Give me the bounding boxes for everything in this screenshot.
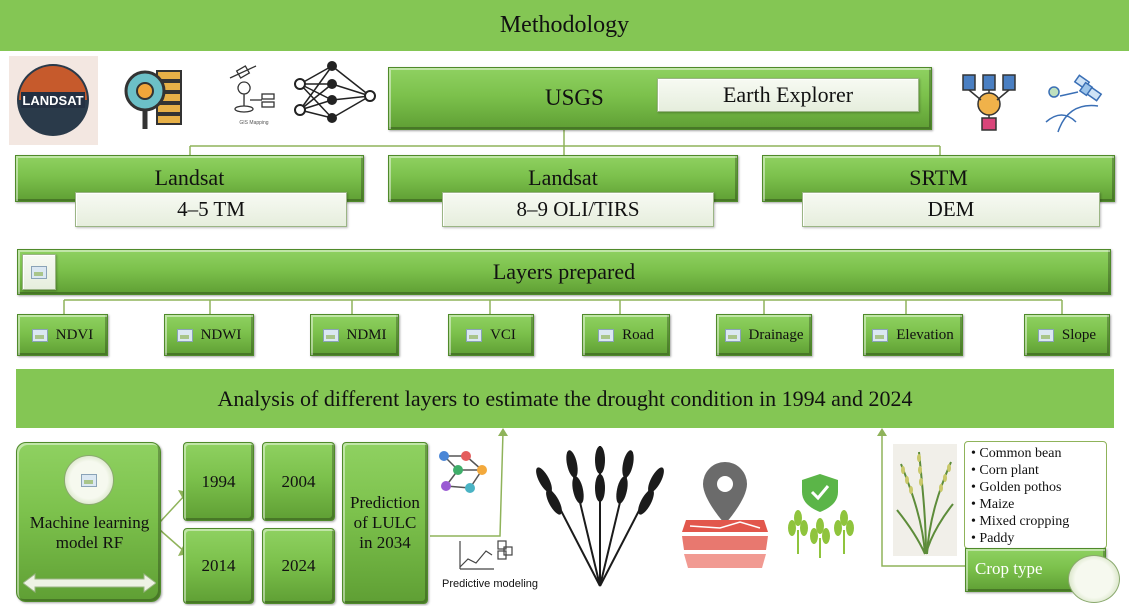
year-2014: 2014 xyxy=(183,528,254,604)
crop-name: Paddy xyxy=(979,531,1015,546)
image-placeholder-icon xyxy=(724,328,741,342)
analysis-box: Analysis of different layers to estimate… xyxy=(16,369,1114,428)
layer-label: VCI xyxy=(490,326,516,343)
landsat-8-9-sensor-text: 8–9 OLI/TIRS xyxy=(516,197,640,221)
crop-list-item: • Corn plant xyxy=(971,463,1039,478)
prediction-text: Prediction of LULC in 2034 xyxy=(350,493,420,552)
landsat-4-5-name: Landsat xyxy=(154,165,225,190)
trend-chart-icon xyxy=(458,537,514,571)
year-1994: 1994 xyxy=(183,442,254,521)
layer-road: Road xyxy=(582,314,670,356)
satellite-icon xyxy=(1042,72,1108,138)
image-placeholder-icon xyxy=(31,265,47,279)
layer-label: Road xyxy=(622,326,654,343)
landsat-4-5-sensor-text: 4–5 TM xyxy=(177,197,245,221)
ml-model-box: Machine learning model RF xyxy=(16,442,161,602)
image-placeholder-icon xyxy=(322,328,339,342)
page-title-text: Methodology xyxy=(499,12,630,38)
analysis-text: Analysis of different layers to estimate… xyxy=(217,385,913,411)
year-2004: 2004 xyxy=(262,442,335,521)
layer-ndmi: NDMI xyxy=(310,314,399,356)
srtm-name: SRTM xyxy=(909,165,968,190)
landsat-8-9-sensor: 8–9 OLI/TIRS xyxy=(442,192,714,227)
year-2024: 2024 xyxy=(262,528,335,604)
year-label: 2004 xyxy=(281,471,316,491)
usgs-box: USGS Earth Explorer xyxy=(388,67,932,130)
image-placeholder-icon xyxy=(466,328,483,342)
gis-mapping-icon: GIS Mapping xyxy=(226,64,282,130)
layer-label: NDVI xyxy=(55,326,94,343)
layer-slope: Slope xyxy=(1024,314,1110,356)
layer-label: Elevation xyxy=(896,326,954,343)
ai-processing-icon xyxy=(957,72,1023,134)
layer-elevation: Elevation xyxy=(863,314,963,356)
earth-explorer-label: Earth Explorer xyxy=(722,82,854,107)
layer-ndwi: NDWI xyxy=(164,314,254,356)
crop-type-badge xyxy=(1068,555,1120,603)
srtm-sensor: DEM xyxy=(802,192,1100,227)
layers-prepared-title: Layers prepared xyxy=(492,259,636,284)
prediction-box: Prediction of LULC in 2034 xyxy=(342,442,428,604)
crop-shield-icon xyxy=(778,470,858,560)
earth-explorer-box: Earth Explorer xyxy=(657,78,919,112)
layers-prepared-box: Layers prepared xyxy=(17,249,1111,295)
landsat-logo-text: LANDSAT xyxy=(22,93,83,108)
crop-list-item: • Maize xyxy=(971,497,1015,512)
crop-name: Corn plant xyxy=(979,463,1039,478)
double-arrow-icon xyxy=(23,573,156,593)
rice-plant-image xyxy=(893,444,957,556)
wheat-icon xyxy=(520,440,680,590)
ml-model-label: Machine learning model RF xyxy=(29,513,150,552)
layers-prepared-image-placeholder xyxy=(22,254,56,290)
predictive-modeling-label: Predictive modeling xyxy=(442,578,538,590)
crop-list-box: • Common bean • Corn plant • Golden poth… xyxy=(964,441,1107,549)
image-placeholder-icon xyxy=(1037,328,1054,342)
gis-mapping-caption: GIS Mapping xyxy=(239,120,268,126)
crop-list-item: • Mixed cropping xyxy=(971,514,1070,529)
year-label: 1994 xyxy=(201,471,236,491)
page-title: Methodology xyxy=(0,0,1129,51)
image-placeholder-icon xyxy=(872,328,889,342)
crop-list-item: • Common bean xyxy=(971,446,1062,461)
layer-label: NDWI xyxy=(200,326,242,343)
landsat-logo: LANDSAT xyxy=(9,56,98,145)
layer-label: Drainage xyxy=(748,326,804,343)
crop-list-item: • Golden pothos xyxy=(971,480,1062,495)
layer-vci: VCI xyxy=(448,314,534,356)
landsat-8-9-name: Landsat xyxy=(528,165,598,190)
crop-name: Golden pothos xyxy=(979,480,1062,495)
crop-name: Common bean xyxy=(979,446,1062,461)
year-label: 2014 xyxy=(201,556,236,575)
neural-network-icon xyxy=(292,60,378,136)
image-placeholder-icon xyxy=(598,328,615,342)
ml-model-image-badge xyxy=(64,455,114,505)
year-label: 2024 xyxy=(281,556,316,575)
landsat-4-5-sensor: 4–5 TM xyxy=(75,192,347,227)
network-flow-icon xyxy=(436,448,494,504)
crop-type-label: Crop type xyxy=(975,559,1043,578)
image-placeholder-icon xyxy=(81,473,97,487)
layer-label: Slope xyxy=(1061,326,1097,343)
layer-label: NDMI xyxy=(346,326,387,343)
gear-analysis-icon xyxy=(121,67,187,133)
crop-name: Maize xyxy=(979,497,1015,512)
crop-list-item: • Paddy xyxy=(971,531,1015,546)
usgs-label: USGS xyxy=(545,85,604,110)
layer-ndvi: NDVI xyxy=(17,314,108,356)
srtm-sensor-text: DEM xyxy=(927,197,975,221)
layer-drainage: Drainage xyxy=(716,314,812,356)
crop-name: Mixed cropping xyxy=(979,514,1070,529)
land-map-pin-icon xyxy=(680,458,770,574)
image-placeholder-icon xyxy=(31,328,48,342)
image-placeholder-icon xyxy=(176,328,193,342)
